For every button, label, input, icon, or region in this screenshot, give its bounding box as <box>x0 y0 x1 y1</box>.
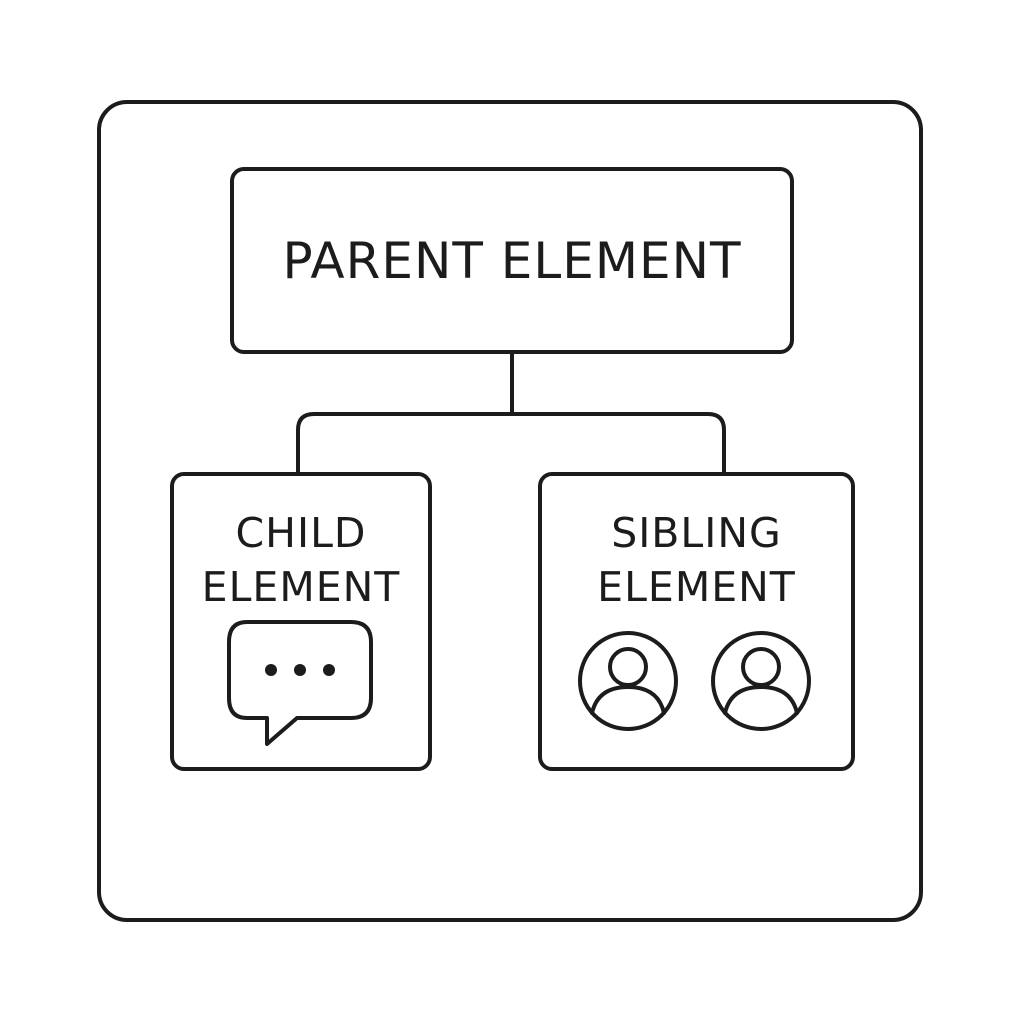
sibling-element-label: SIBLING ELEMENT <box>542 506 851 614</box>
outer-frame <box>97 100 923 922</box>
sibling-element-box: SIBLING ELEMENT <box>538 472 855 771</box>
child-label-line1: CHILD <box>235 509 367 557</box>
sibling-label-line1: SIBLING <box>611 509 782 557</box>
user-avatar-icon <box>578 631 678 731</box>
parent-element-label: PARENT ELEMENT <box>282 231 742 290</box>
child-label-line2: ELEMENT <box>201 563 401 611</box>
sibling-label-line2: ELEMENT <box>597 563 796 611</box>
user-avatar-icon <box>711 631 811 731</box>
parent-element-box: PARENT ELEMENT <box>230 167 794 354</box>
child-element-label: CHILD ELEMENT <box>174 506 428 614</box>
child-element-box: CHILD ELEMENT <box>170 472 432 771</box>
chat-bubble-ellipsis-icon <box>227 620 373 746</box>
